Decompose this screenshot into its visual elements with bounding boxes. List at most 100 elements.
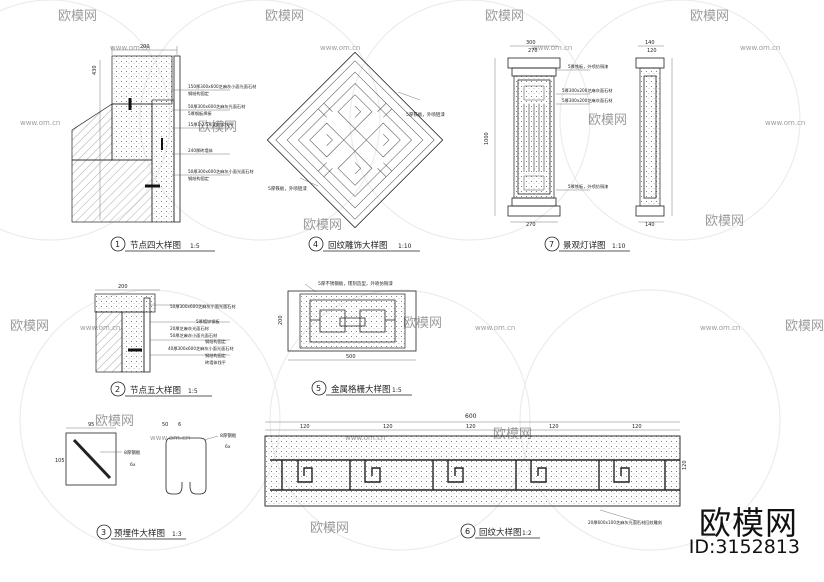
svg-text:回纹雕饰大样图: 回纹雕饰大样图	[328, 240, 388, 251]
dim-label: 430	[92, 65, 98, 75]
watermark-site: www.om.cn	[740, 44, 780, 52]
note-text: 5厚镀锌钢板	[196, 318, 220, 325]
detail-6-fret-band: 600 120 120 120 120 120 120 20厚600x100芝麻…	[264, 413, 688, 526]
svg-text:3: 3	[101, 528, 106, 537]
note-text: 钢结构固定	[205, 338, 226, 345]
dim-label: 120	[682, 460, 688, 470]
note-text: 5厚300x200芝麻灰面石材	[562, 97, 612, 104]
title-detail-5: 5 金属格栅大样图 1:5	[311, 380, 412, 396]
dim-label: 95	[88, 422, 94, 428]
watermark-text: 欧模网	[265, 9, 304, 24]
watermark-site: www.om.cn	[20, 119, 60, 127]
note-text: 150厚300x600芝麻灰小面光面石材	[188, 83, 256, 90]
note-text: 5厚铁板，外喷铝漆	[406, 111, 445, 118]
dim-label: 120	[466, 424, 476, 430]
watermark-text: 欧模网	[58, 9, 97, 24]
title-detail-2: 2 节点五大样图 1:5	[110, 381, 212, 397]
fret-pattern-row	[270, 459, 680, 491]
svg-text:1: 1	[115, 240, 120, 249]
dim-label: 600	[465, 413, 477, 420]
note-text: 6x	[225, 444, 231, 450]
dim-label: 50	[162, 422, 168, 428]
svg-text:1:10: 1:10	[612, 243, 626, 250]
title-detail-7: 7 景观灯详图 1:10	[544, 236, 630, 252]
dim-label: 120	[300, 424, 310, 430]
svg-text:1:10: 1:10	[398, 243, 412, 250]
svg-text:1:5: 1:5	[188, 388, 198, 395]
title-detail-6: 6 回纹大样图 1:2	[460, 523, 540, 539]
dim-label: 120	[632, 424, 642, 430]
note-text: 5厚铁板，外喷仿铜漆	[568, 63, 608, 70]
watermark-text: 欧模网	[588, 113, 627, 128]
watermark-text: 欧模网	[10, 319, 49, 334]
dim-label: 105	[55, 458, 65, 464]
brand-logo-text: 欧模网	[698, 504, 798, 542]
note-text: 20厚600x100芝麻灰光面石材回纹雕刻	[588, 519, 662, 526]
watermark-text: 欧模网	[95, 414, 134, 429]
svg-text:1:5: 1:5	[392, 387, 402, 394]
note-text: 5厚铁板，外喷仿铜漆	[568, 183, 608, 190]
dim-label: 140	[645, 40, 655, 46]
watermark-site: www.om.cn	[110, 44, 150, 52]
detail-2-section: 200 50厚300x600芝麻灰小面光面石材 5厚镀锌钢板 20厚芝麻灰光面石…	[94, 284, 236, 373]
dim-label: 300	[526, 40, 536, 46]
dim-label: 270	[526, 222, 536, 228]
watermark-text: 欧模网	[690, 9, 729, 24]
watermark-site: www.om.cn	[475, 324, 515, 332]
note-text: 6x	[130, 462, 136, 468]
dim-label: 120	[383, 424, 393, 430]
svg-text:7: 7	[549, 240, 554, 249]
dim-label: 120	[549, 424, 559, 430]
svg-text:节点五大样图: 节点五大样图	[130, 385, 181, 396]
dim-label: 120	[647, 48, 657, 54]
title-detail-3: 3 预埋件大样图 1:3	[96, 524, 186, 540]
note-text: 50厚300x600芝麻灰光面石材	[188, 103, 245, 110]
dim-label: 270	[528, 48, 538, 54]
note-text: 钢结构固定	[188, 175, 209, 182]
note-text: 15厚1:2.5水泥砂浆找平	[188, 121, 233, 128]
note-text: 钢结构固定	[188, 90, 209, 97]
watermark-site: www.om.cn	[765, 119, 805, 127]
detail-7-notes: 5厚铁板，外喷仿铜漆 5厚300x200芝麻灰面石材 5厚300x200芝麻灰面…	[556, 63, 612, 191]
svg-text:1:2: 1:2	[522, 530, 532, 537]
note-text: 8厚钢板	[220, 432, 237, 439]
detail-1-section: 200 430 150厚300x600芝麻灰小面光面石材 钢结构固定 50厚30…	[71, 44, 256, 223]
svg-text:景观灯详图: 景观灯详图	[563, 240, 606, 251]
note-text: 20厚芝麻灰光面石材	[170, 325, 209, 332]
detail-titles: 1 节点四大样图 1:5 2 节点五大样图 1:5 3 预埋件大样图 1:3 4…	[96, 236, 630, 540]
note-text: 240厚砖墙体	[188, 147, 214, 154]
note-text: 50厚300x600芝麻灰小面光面石材	[188, 168, 254, 175]
svg-text:预埋件大样图: 预埋件大样图	[114, 528, 165, 539]
detail-3-embedded-part: 95 105 8厚钢板 50 6 8厚钢板 6x 6x	[55, 422, 237, 495]
dim-label: 500	[346, 354, 356, 360]
watermark-text: 欧模网	[705, 214, 744, 229]
detail-1-notes: 150厚300x600芝麻灰小面光面石材 钢结构固定 50厚300x600芝麻灰…	[172, 83, 256, 182]
svg-text:节点四大样图: 节点四大样图	[130, 240, 181, 251]
dim-label: 200	[140, 44, 150, 50]
note-text: 钢结构固定	[205, 352, 226, 359]
detail-4-fret-carving: 5厚铁板，外喷铝漆 5厚铁板，外喷铝漆	[266, 51, 445, 229]
dim-label: 200	[278, 315, 284, 325]
note-text: 5厚铁板，外喷铝漆	[268, 185, 307, 192]
detail-5-metal-grille: 5厚不锈钢板，镂刻造型，外喷仿铜漆 500 200	[278, 280, 417, 361]
dim-label: 6	[178, 422, 181, 428]
note-text: 砖墙体找平	[205, 359, 226, 366]
svg-text:1:5: 1:5	[190, 243, 200, 250]
watermark-text: 欧模网	[310, 521, 349, 536]
svg-text:金属格栅大样图: 金属格栅大样图	[331, 384, 391, 395]
svg-text:回纹大样图: 回纹大样图	[479, 527, 522, 538]
model-id: ID:3152813	[688, 536, 800, 558]
note-text: 40厚300x600芝麻灰小面光面石材	[168, 345, 234, 352]
note-text: 5厚300x200芝麻灰面石材	[562, 87, 612, 94]
watermark-site: www.om.cn	[320, 44, 360, 52]
svg-text:5: 5	[316, 384, 321, 393]
detail-2-notes: 50厚300x600芝麻灰小面光面石材 5厚镀锌钢板 20厚芝麻灰光面石材 50…	[150, 303, 236, 366]
note-text: 50厚芝麻灰小面光面石材	[170, 332, 217, 339]
title-detail-1: 1 节点四大样图 1:5	[110, 236, 215, 252]
watermark-text: 欧模网	[485, 9, 524, 24]
title-detail-4: 4 回纹雕饰大样图 1:10	[308, 236, 420, 252]
svg-text:1:3: 1:3	[172, 531, 182, 538]
detail-7-landscape-lamp: 300 270 1000 270 5厚铁板，外喷仿铜漆 5厚300x200芝麻灰…	[484, 40, 673, 228]
watermark-text: 欧模网	[785, 319, 824, 334]
watermark-site: www.om.cn	[532, 44, 572, 52]
